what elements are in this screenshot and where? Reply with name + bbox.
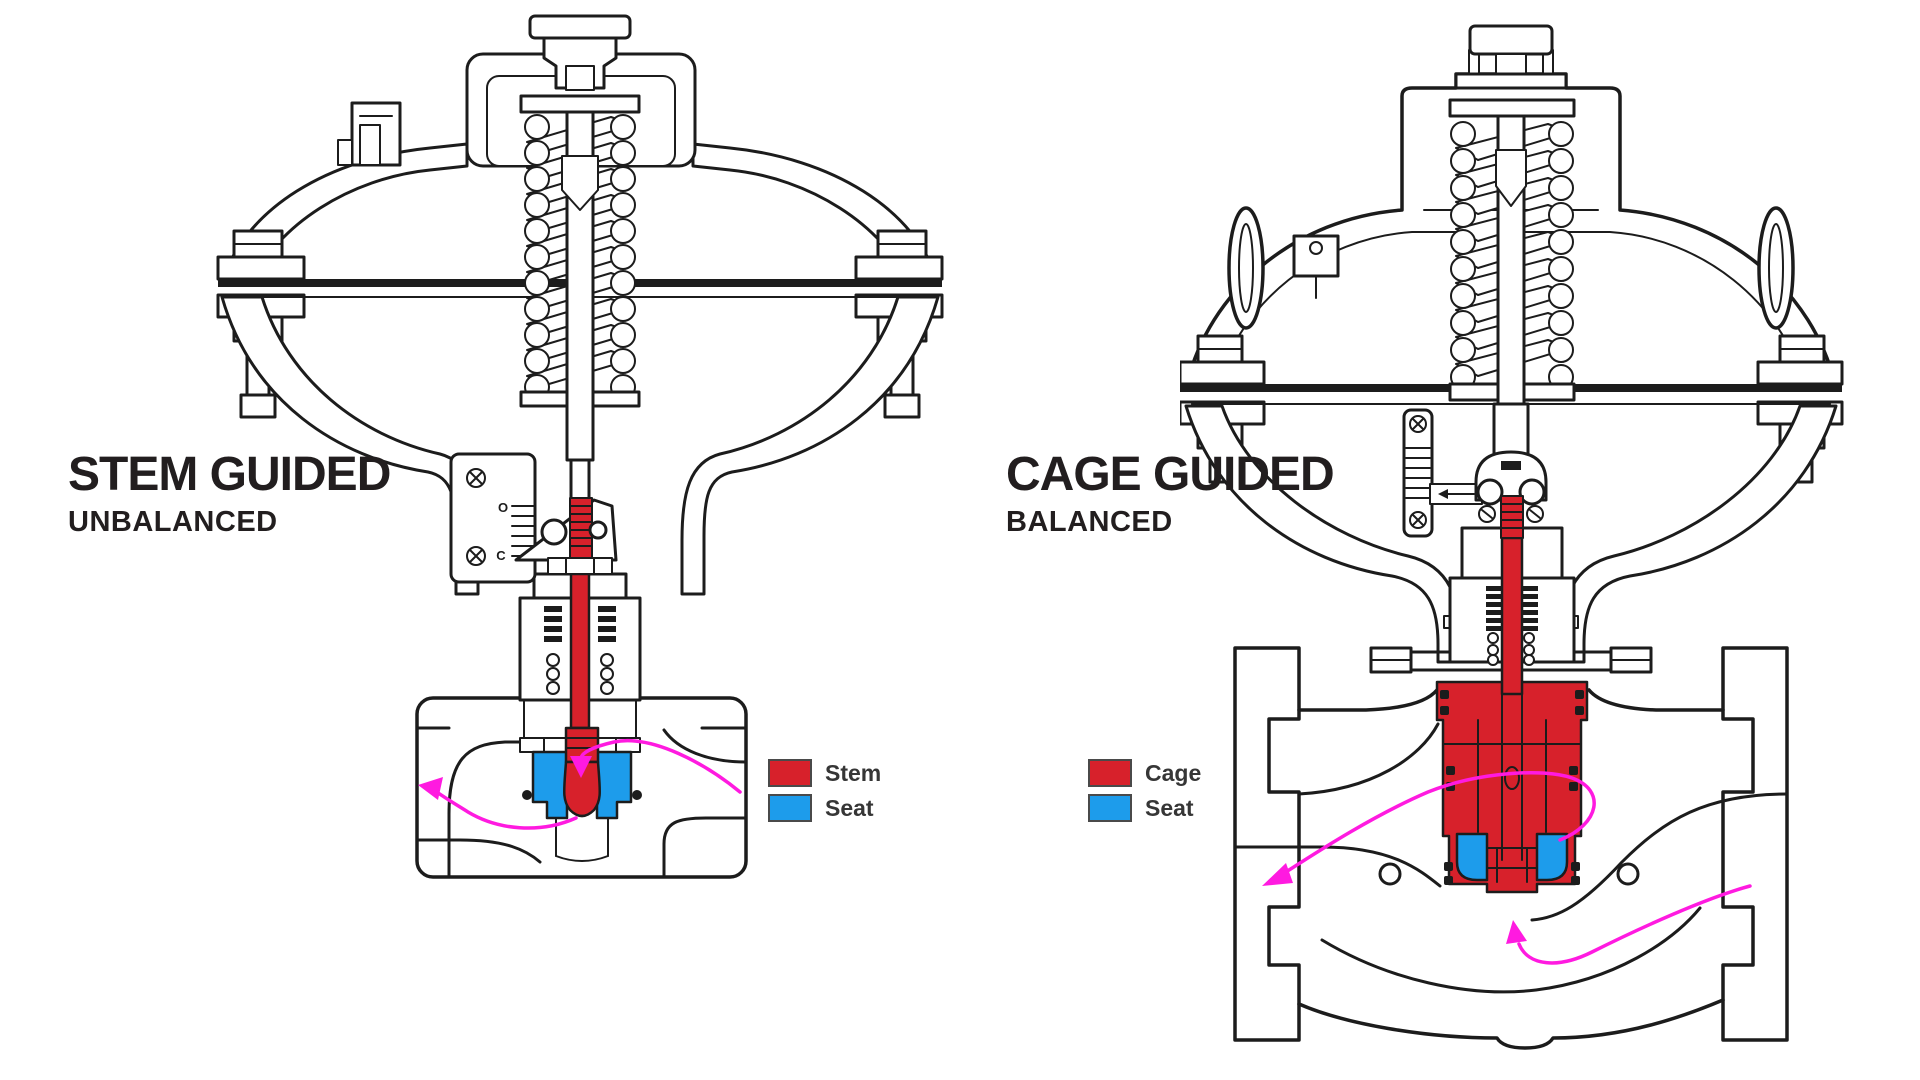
bracket xyxy=(1292,234,1340,299)
lifting-eye-rings xyxy=(1227,206,1795,330)
yoke xyxy=(220,295,940,596)
legend-right: Cage Seat xyxy=(1088,759,1201,829)
right-title-block: CAGE GUIDED BALANCED xyxy=(1006,448,1335,539)
indicator-closed-label: C xyxy=(496,548,506,563)
flow-arrows xyxy=(418,739,742,830)
legend-row-seat: Seat xyxy=(768,794,881,822)
legend-left: Stem Seat xyxy=(768,759,881,829)
actuator-cap xyxy=(1454,24,1568,90)
legend-row-cage: Cage xyxy=(1088,759,1201,787)
flow-arrowhead xyxy=(1262,863,1293,886)
valve-body xyxy=(1233,646,1789,1050)
flow-arrowhead xyxy=(570,756,592,778)
left-title-block: STEM GUIDED UNBALANCED xyxy=(68,448,391,539)
legend-row-stem: Stem xyxy=(768,759,881,787)
legend-row-seat: Seat xyxy=(1088,794,1201,822)
left-diagram-subtitle: UNBALANCED xyxy=(68,506,278,539)
flow-arrowhead xyxy=(1506,920,1527,944)
legend-swatch-cage xyxy=(1088,759,1132,787)
legend-swatch-seat xyxy=(768,794,812,822)
right-diagram-title: CAGE GUIDED xyxy=(1006,448,1335,501)
indicator-open-label: O xyxy=(498,500,508,515)
left-diagram-title: STEM GUIDED xyxy=(68,448,391,501)
side-fitting xyxy=(337,101,402,167)
flow-arrow xyxy=(579,739,742,794)
actuator-spring xyxy=(519,94,641,408)
seat-highlight xyxy=(1455,832,1569,883)
stem-connector xyxy=(514,497,618,575)
travel-pointer xyxy=(1429,483,1483,505)
legend-label-stem: Stem xyxy=(825,759,882,786)
stem-guided-valve-drawing: O C xyxy=(216,14,944,879)
flow-arrow xyxy=(432,788,578,830)
actuator-stem-rod xyxy=(561,110,599,507)
cage-guided-valve-drawing xyxy=(1180,24,1844,1050)
stem-highlight xyxy=(1500,536,1524,696)
flow-arrow xyxy=(1284,771,1596,874)
legend-swatch-stem xyxy=(768,759,812,787)
travel-indicator: O C xyxy=(449,452,537,584)
legend-label-seat: Seat xyxy=(825,794,874,821)
legend-label-cage: Cage xyxy=(1145,759,1202,786)
flow-arrow xyxy=(1517,884,1752,965)
stem-connector xyxy=(1474,450,1548,539)
actuator-stem-rod xyxy=(1492,114,1530,456)
flow-arrowhead xyxy=(418,777,443,800)
actuator-cap xyxy=(528,14,632,91)
travel-indicator xyxy=(1402,408,1483,538)
legend-swatch-seat xyxy=(1088,794,1132,822)
legend-label-seat: Seat xyxy=(1145,794,1194,821)
stem-highlight xyxy=(563,572,601,818)
flow-arrows xyxy=(1262,771,1752,965)
right-diagram-subtitle: BALANCED xyxy=(1006,506,1173,539)
